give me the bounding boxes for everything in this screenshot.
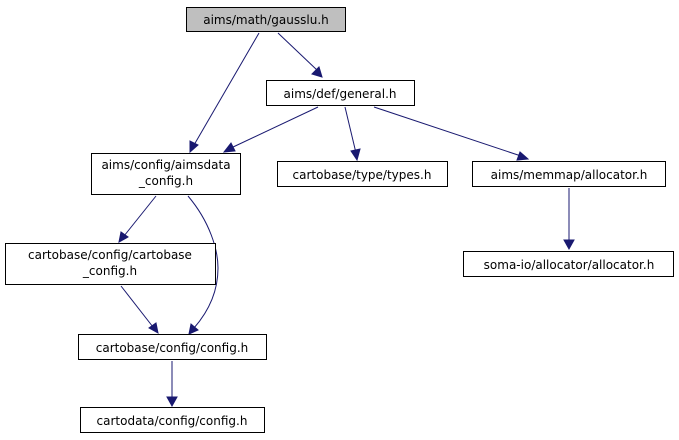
node-cartobase-config-cartobase-config-h[interactable]: cartobase/config/cartobase _config.h bbox=[5, 243, 216, 285]
node-aims-math-gausslu-h[interactable]: aims/math/gausslu.h bbox=[186, 7, 346, 32]
nodes: aims/math/gausslu.h aims/def/general.h a… bbox=[5, 7, 674, 433]
node-label: cartobase/type/types.h bbox=[293, 168, 432, 182]
node-label: aims/math/gausslu.h bbox=[203, 13, 329, 27]
edge-gausslu-general bbox=[277, 32, 323, 78]
node-label: cartobase/config/cartobase bbox=[28, 248, 192, 262]
node-aims-config-aimsdata-config-h[interactable]: aims/config/aimsdata _config.h bbox=[91, 153, 241, 195]
node-label: aims/def/general.h bbox=[284, 87, 397, 101]
edge-cfg-cdcfg bbox=[166, 361, 178, 408]
node-cartodata-config-config-h[interactable]: cartodata/config/config.h bbox=[80, 407, 265, 433]
node-aims-def-general-h[interactable]: aims/def/general.h bbox=[266, 80, 415, 106]
edges bbox=[118, 32, 575, 408]
node-label: cartobase/config/config.h bbox=[96, 341, 248, 355]
node-cartobase-config-config-h[interactable]: cartobase/config/config.h bbox=[78, 334, 267, 360]
node-cartobase-type-types-h[interactable]: cartobase/type/types.h bbox=[277, 161, 448, 187]
node-aims-memmap-allocator-h[interactable]: aims/memmap/allocator.h bbox=[472, 161, 666, 187]
node-label: aims/memmap/allocator.h bbox=[491, 168, 648, 182]
edge-general-aimsdata bbox=[222, 106, 319, 153]
edge-allocator-somaalloc bbox=[563, 188, 575, 251]
node-label: aims/config/aimsdata bbox=[101, 158, 230, 172]
node-label: _config.h bbox=[138, 174, 193, 188]
edge-general-allocator bbox=[373, 106, 530, 161]
node-label: _config.h bbox=[82, 264, 137, 278]
edge-cbconfig-cfg bbox=[120, 285, 159, 334]
edge-gausslu-aimsdata bbox=[189, 32, 260, 154]
node-label: cartodata/config/config.h bbox=[97, 414, 248, 428]
edge-aimsdata-cfg bbox=[187, 195, 219, 335]
node-label: soma-io/allocator/allocator.h bbox=[484, 258, 655, 272]
edge-aimsdata-cbconfig bbox=[118, 195, 157, 243]
edge-general-types bbox=[344, 106, 361, 162]
node-soma-io-allocator-allocator-h[interactable]: soma-io/allocator/allocator.h bbox=[463, 251, 674, 277]
